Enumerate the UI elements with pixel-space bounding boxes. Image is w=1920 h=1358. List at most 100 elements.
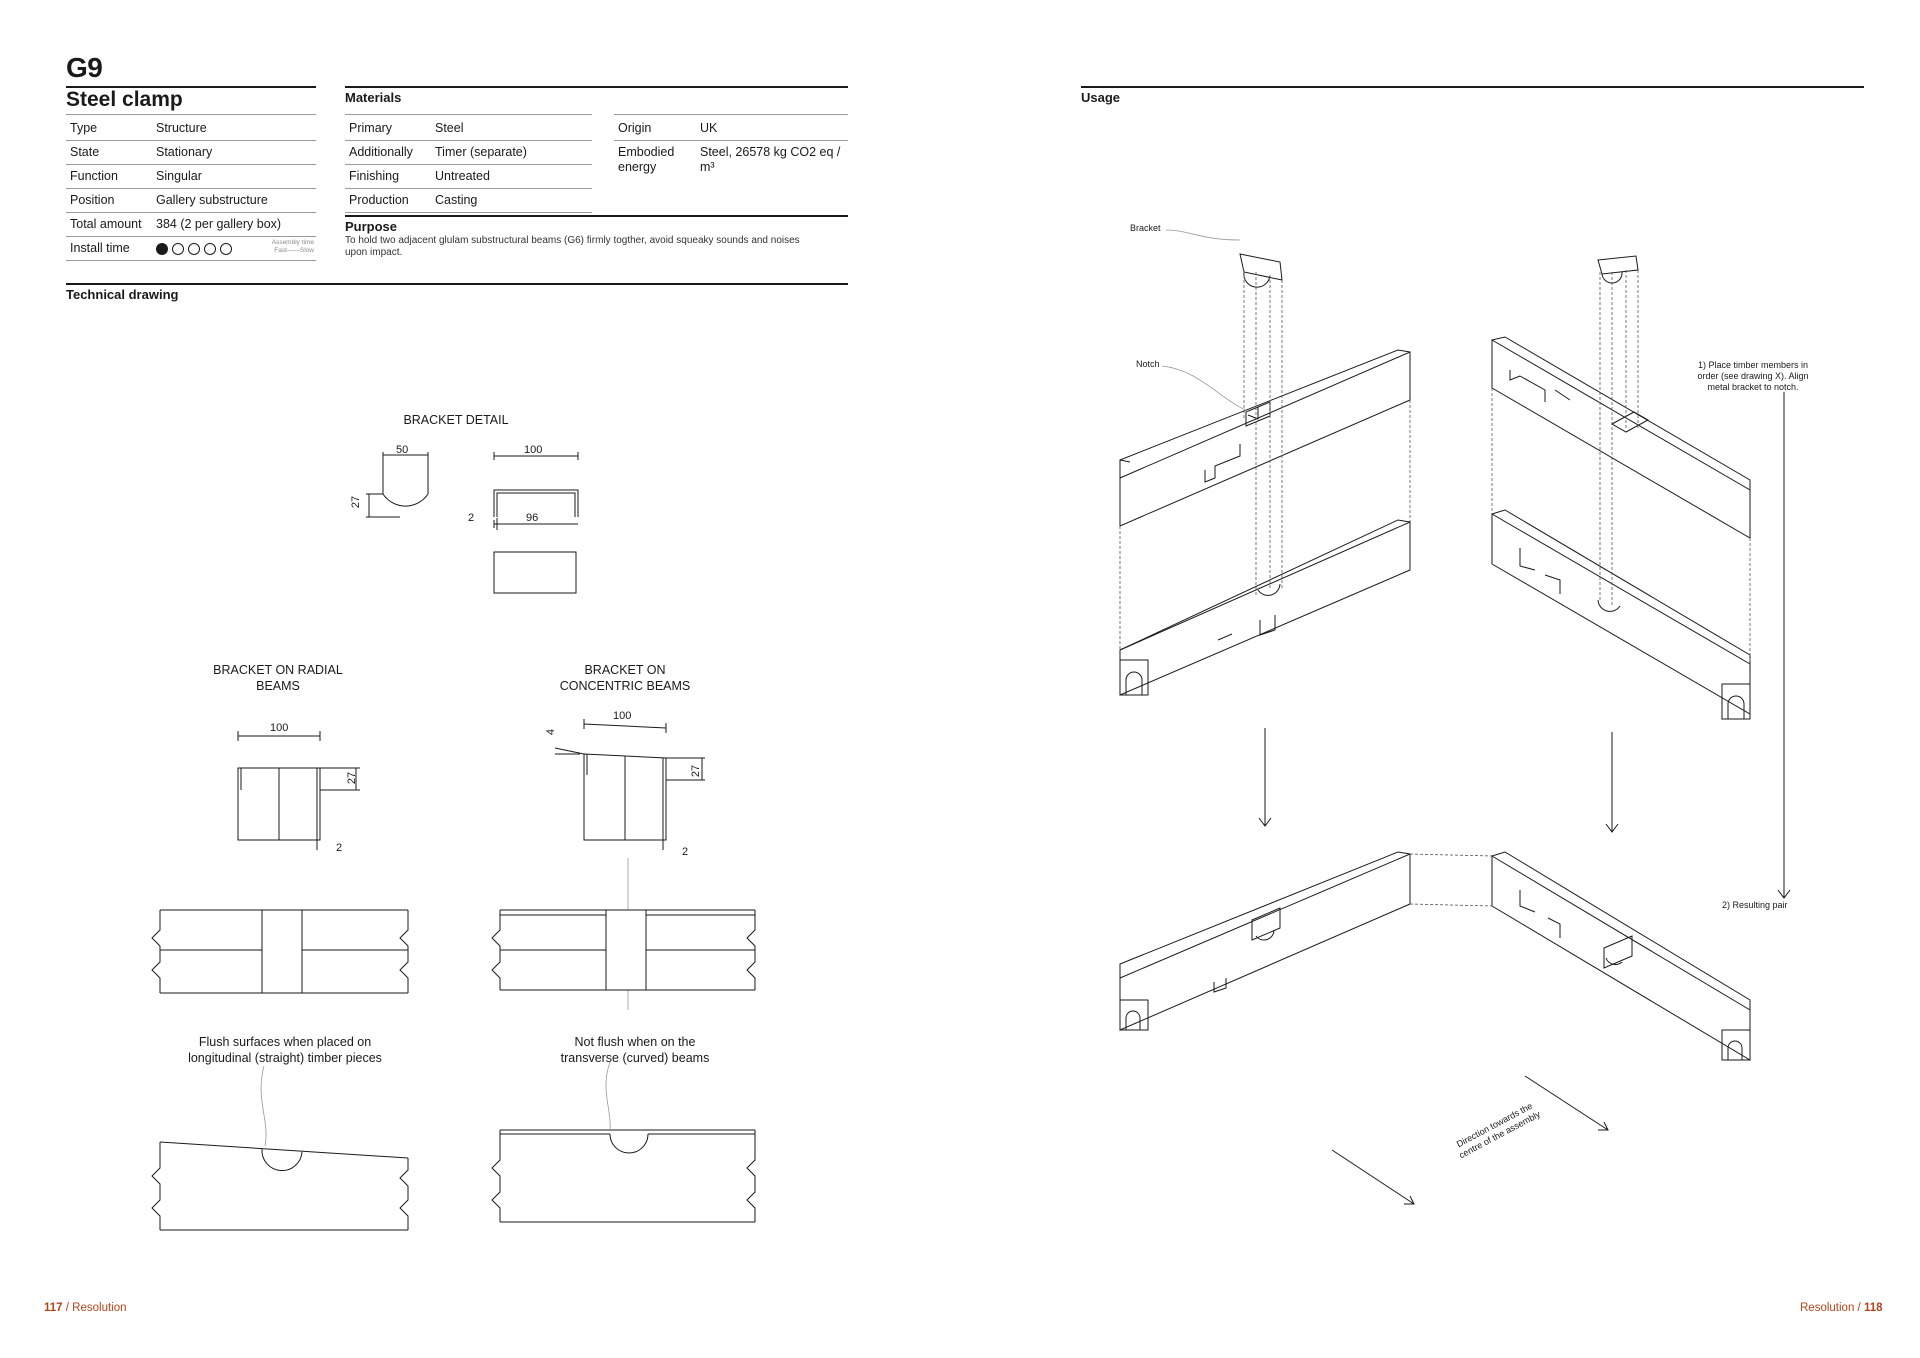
step-2-note: 2) Resulting pair — [1722, 900, 1788, 910]
usage-title: Usage — [1081, 90, 1121, 105]
property-key: State — [66, 140, 152, 165]
material-key: Production — [345, 188, 431, 213]
dim-2-concentric: 2 — [682, 846, 689, 858]
divider — [66, 114, 316, 115]
footer-separator: / — [65, 1302, 69, 1314]
material-key: Finishing — [345, 164, 431, 189]
property-key: Type — [66, 117, 152, 141]
bracket-detail-label: BRACKET DETAIL — [403, 413, 509, 427]
dim-96: 96 — [526, 512, 539, 524]
material-value: Timer (separate) — [431, 140, 592, 165]
table-row: Embodied energy Steel, 26578 kg CO2 eq / … — [614, 141, 848, 180]
usage-arrows — [1258, 392, 1791, 1205]
usage-rule — [1081, 86, 1864, 88]
usage-assembled-pair — [1119, 851, 1751, 1061]
usage-beam-right-bottom — [1491, 509, 1751, 720]
not-flush-note: Not flush when on the transverse (curved… — [560, 1035, 710, 1065]
divider — [345, 114, 592, 115]
flush-note: Flush surfaces when placed on longitudin… — [188, 1035, 382, 1065]
property-key: Position — [66, 188, 152, 213]
rating-dot-empty — [220, 242, 232, 255]
rating-dot-empty — [204, 242, 216, 255]
dim-100-concentric: 100 — [613, 710, 632, 722]
energy-value: Steel, 26578 kg CO2 eq / m³ — [700, 145, 841, 174]
section-name-left: Resolution — [72, 1302, 127, 1314]
material-key: Primary — [345, 117, 431, 141]
page-number-right: 118 — [1863, 1302, 1883, 1314]
flush-detail — [151, 1065, 409, 1231]
not-flush-detail — [491, 1061, 756, 1223]
concentric-beam-elevation — [491, 909, 756, 991]
section-name-right: Resolution — [1800, 1302, 1855, 1314]
radial-bracket-section — [237, 731, 360, 850]
dim-100: 100 — [524, 444, 543, 456]
item-code: G9 — [66, 52, 103, 83]
materials-rule — [345, 86, 848, 88]
origin-key: Origin — [614, 117, 696, 141]
usage-brackets — [1239, 253, 1639, 288]
title-rule — [66, 86, 316, 88]
property-value: Structure — [152, 117, 316, 141]
property-value: Stationary — [152, 140, 316, 165]
dim-100-radial: 100 — [270, 722, 289, 734]
usage-beam-left-top — [1119, 349, 1411, 527]
usage-leader-lines — [1161, 229, 1251, 413]
step-1-note: 1) Place timber members in order (see dr… — [1697, 360, 1809, 392]
materials-title: Materials — [345, 90, 402, 105]
material-value: Untreated — [431, 164, 592, 189]
purpose-text: To hold two adjacent glulam substructura… — [345, 235, 800, 258]
usage-projection-lines — [1119, 270, 1751, 664]
divider — [614, 114, 848, 115]
property-key: Total amount — [66, 212, 152, 237]
technical-rule — [66, 283, 848, 285]
dim-50: 50 — [396, 444, 409, 456]
material-value: Steel — [431, 117, 592, 141]
item-name: Steel clamp — [66, 88, 183, 111]
purpose-rule — [345, 215, 848, 217]
technical-title: Technical drawing — [66, 287, 179, 302]
material-value: Casting — [431, 188, 592, 213]
property-key: Function — [66, 164, 152, 189]
purpose-title: Purpose — [345, 219, 398, 234]
dim-2: 2 — [468, 512, 475, 524]
energy-key: Embodied energy — [618, 145, 675, 174]
property-value: Gallery substructure — [152, 188, 316, 213]
radial-beams-label: BRACKET ON RADIAL BEAMS — [213, 663, 343, 693]
property-value: 384 (2 per gallery box) — [152, 212, 316, 237]
bracket-side-profile — [366, 452, 429, 518]
rating-dots — [156, 241, 236, 256]
origin-value: UK — [696, 117, 848, 141]
rating-dot-filled — [156, 242, 168, 255]
dim-2-radial: 2 — [336, 842, 343, 854]
property-value: Singular — [152, 164, 316, 189]
footer-left: 117 / Resolution — [44, 1302, 127, 1314]
radial-beam-elevation — [151, 909, 409, 994]
footer-separator: / — [1857, 1302, 1861, 1314]
material-key: Additionally — [345, 140, 431, 165]
page-number-left: 117 — [44, 1302, 63, 1314]
bracket-front — [493, 452, 579, 594]
footer-right: Resolution / 118 — [1800, 1302, 1883, 1314]
notch-label: Notch — [1136, 359, 1160, 369]
rating-dot-empty — [172, 242, 184, 255]
property-key: Install time — [66, 236, 152, 262]
bracket-label: Bracket — [1130, 223, 1161, 233]
concentric-beams-label: BRACKET ON CONCENTRIC BEAMS — [559, 663, 691, 693]
rating-dot-empty — [188, 242, 200, 255]
